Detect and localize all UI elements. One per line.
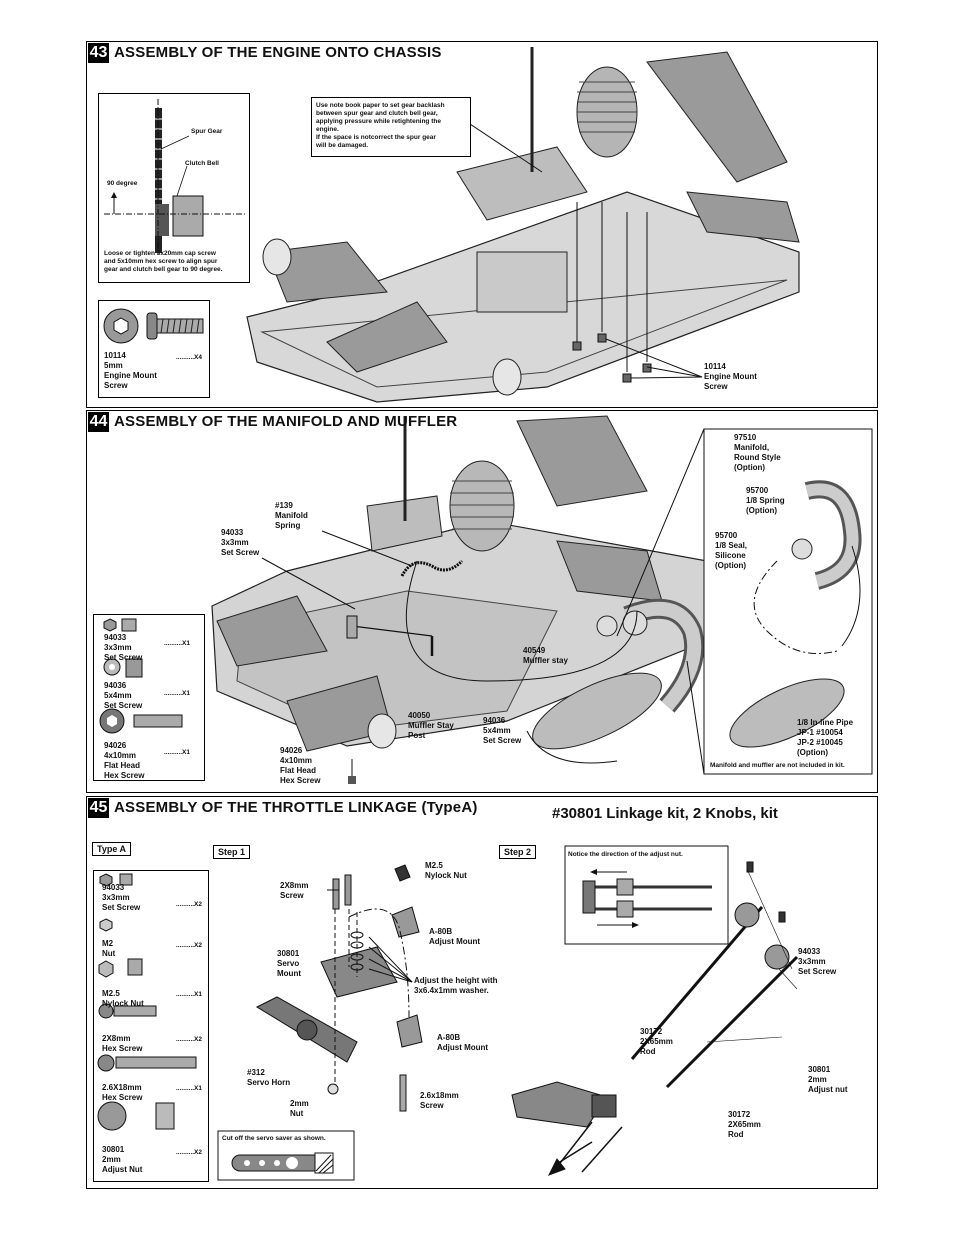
gear-alignment-box: Spur Gear Clutch Bell 90 degree Loose or… [98, 93, 250, 283]
callout-94036: 94036 5x4mm Set Screw [483, 716, 522, 745]
ninety-degree-label: 90 degree [107, 180, 138, 187]
callout-26x18-screw: 2.6x18mm Screw [420, 1091, 459, 1110]
callout-94033-set-screw: 94033 3x3mm Set Screw [798, 947, 837, 976]
step-1-tag: Step 1 [213, 845, 251, 859]
part-m25-qty: ..........X1 [176, 991, 203, 998]
part-94033-qty: ..........X2 [176, 901, 203, 908]
part-m2-label: M2 Nut [102, 939, 116, 958]
callout-a80b-2: A-80B Adjust Mount [437, 1033, 489, 1052]
parts-box-44: 94033 3x3mm Set Screw ..........X1 94036… [93, 614, 205, 781]
callout-a80b-1: A-80B Adjust Mount [429, 927, 481, 946]
type-a-tag: Type A [92, 842, 132, 856]
part-26x18-label: 2.6X18mm Hex Screw [102, 1083, 143, 1102]
callout-40549: 40549 Muffler stay [523, 646, 568, 665]
step-number: 44 [88, 412, 109, 432]
callout-94026: 94026 4x10mm Flat Head Hex Screw [280, 746, 321, 785]
engine-mount-callout: 10114 Engine Mount Screw [704, 362, 757, 391]
throttle-linkage-illustration [217, 845, 799, 1181]
callout-40050: 40050 Muffler Stay Post [408, 711, 454, 740]
callout-inline-pipe: 1/8 In-line Pipe JP-1 #10054 JP-2 #10045… [797, 718, 854, 757]
part-2x8-qty: ..........X2 [176, 1036, 203, 1043]
part-94026-qty: ..........X1 [164, 749, 191, 756]
parts-icons-45 [97, 873, 197, 1131]
engine-mount-screw-icon [103, 308, 204, 344]
callout-94033: 94033 3x3mm Set Screw [221, 528, 260, 557]
step-2-tag: Step 2 [499, 845, 537, 859]
loose-note: Loose or tighten 3x20mm cap screw and 5x… [104, 250, 223, 273]
callout-servo-mount: 30801 Servo Mount [277, 949, 301, 978]
part-94033-label: 94033 3x3mm Set Screw [102, 883, 141, 912]
part-30801-label: 30801 2mm Adjust Nut [102, 1145, 143, 1174]
gear-diagram [104, 99, 247, 254]
callout-95700-seal: 95700 1/8 Seal, Silicone (Option) [715, 531, 748, 570]
spur-gear-label: Spur Gear [191, 128, 223, 135]
part-m25-label: M2.5 Nylock Nut [102, 989, 144, 1008]
section-43: 43 ASSEMBLY OF THE ENGINE ONTO CHASSIS S… [86, 41, 878, 408]
callout-139: #139 Manifold Spring [275, 501, 308, 530]
section-44: 44 ASSEMBLY OF THE MANIFOLD AND MUFFLER … [86, 410, 878, 793]
part-2x8-label: 2X8mm Hex Screw [102, 1034, 143, 1053]
manifold-muffler-illustration [211, 415, 873, 784]
part-94026-label: 94026 4x10mm Flat Head Hex Screw [104, 741, 145, 780]
callout-2mm-nut: 2mm Nut [290, 1099, 309, 1118]
section-title: ASSEMBLY OF THE THROTTLE LINKAGE (TypeA) [114, 799, 478, 816]
adjust-nut-direction-note: Notice the direction of the adjust nut. [568, 851, 683, 858]
engine-mount-screw-qty: ..........X4 [176, 354, 203, 361]
part-m2-qty: ..........X2 [176, 942, 203, 949]
engine-chassis-illustration [246, 47, 800, 403]
callout-washer-height: Adjust the height with 3x6.4x1mm washer. [414, 976, 498, 995]
part-94036-label: 94036 5x4mm Set Screw [104, 681, 143, 710]
part-26x18-qty: ..........X1 [176, 1085, 203, 1092]
part-30801-qty: ..........X2 [176, 1149, 203, 1156]
parts-icons-44 [99, 618, 183, 734]
parts-box-43: 10114 5mm Engine Mount Screw ..........X… [98, 300, 210, 398]
parts-box-45: 94033 3x3mm Set Screw ..........X2 M2 Nu… [93, 870, 209, 1182]
callout-97510: 97510 Manifold, Round Style (Option) [734, 433, 781, 472]
backlash-note-box: Use note book paper to set gear backlash… [311, 97, 471, 157]
section-45: 45 ASSEMBLY OF THE THROTTLE LINKAGE (Typ… [86, 796, 878, 1189]
clutch-bell-label: Clutch Bell [185, 160, 219, 167]
part-94033-label: 94033 3x3mm Set Screw [104, 633, 143, 662]
callout-2x8-screw: 2X8mm Screw [280, 881, 309, 900]
callout-rod-2: 30172 2X65mm Rod [728, 1110, 761, 1139]
cut-servo-note: Cut off the servo saver as shown. [222, 1135, 326, 1142]
step-number: 45 [88, 798, 109, 818]
callout-95700-spring: 95700 1/8 Spring (Option) [746, 486, 785, 515]
linkage-kit-title: #30801 Linkage kit, 2 Knobs, kit [552, 805, 778, 822]
callout-m25-nut: M2.5 Nylock Nut [425, 861, 467, 880]
not-included-note: Manifold and muffler are not included in… [710, 762, 845, 769]
engine-mount-screw-label: 10114 5mm Engine Mount Screw [104, 351, 157, 390]
part-94033-qty: ..........X1 [164, 640, 191, 647]
callout-rod-1: 30172 2X65mm Rod [640, 1027, 673, 1056]
section-title: ASSEMBLY OF THE ENGINE ONTO CHASSIS [114, 44, 442, 61]
step-number: 43 [88, 43, 109, 63]
section-title: ASSEMBLY OF THE MANIFOLD AND MUFFLER [114, 413, 458, 430]
callout-adjust-nut: 30801 2mm Adjust nut [808, 1065, 848, 1094]
part-94036-qty: ..........X1 [164, 690, 191, 697]
backlash-note: Use note book paper to set gear backlash… [316, 102, 445, 149]
callout-servo-horn: #312 Servo Horn [247, 1068, 291, 1087]
